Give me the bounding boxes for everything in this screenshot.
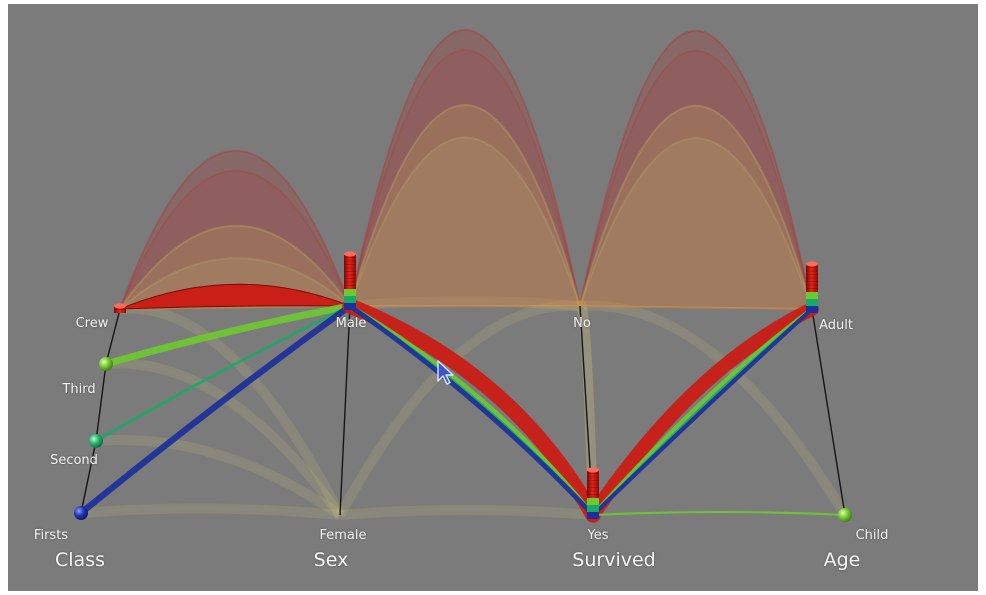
category-label-second[interactable]: Second (50, 453, 98, 468)
faded-link-crew-female (119, 303, 345, 518)
marker-third (99, 357, 113, 371)
marker-male-segment-crew (344, 254, 356, 289)
axis-sex (339, 305, 351, 516)
marker-crew-segment-crew (114, 306, 126, 313)
category-label-firsts[interactable]: Firsts (33, 528, 69, 543)
marker-adult-segment-crew (806, 264, 818, 292)
parallel-sets-plot (74, 29, 852, 523)
marker-yes-segment-firsts (587, 512, 599, 519)
category-label-male[interactable]: Male (335, 316, 367, 331)
flow-yes-adult-crew (586, 302, 819, 522)
faded-link-no-child (579, 300, 850, 518)
dimension-label-age: Age (823, 549, 861, 571)
marker-adult-segment-firsts (806, 306, 818, 313)
category-label-third[interactable]: Third (62, 382, 96, 397)
category-label-crew[interactable]: Crew (75, 316, 109, 331)
marker-adult-segment-third (806, 292, 818, 299)
marker-male-cap (344, 251, 356, 257)
dimension-label-sex: Sex (313, 549, 349, 571)
marker-child (838, 508, 852, 522)
flow-male-yes-third (347, 303, 596, 518)
faded-arc-crew-male-layer-1 (118, 169, 352, 311)
marker-firsts-knob (74, 506, 88, 520)
flow-yes-child-third (591, 510, 847, 517)
flow-male-yes-firsts (347, 303, 596, 518)
category-label-female[interactable]: Female (319, 528, 367, 543)
marker-male-segment-third (344, 289, 356, 296)
flow-second-male-second (94, 304, 352, 443)
dimension-label-class: Class (55, 549, 105, 571)
faded-arc-no-adult-layer-3 (578, 137, 814, 311)
category-label-no[interactable]: No (573, 316, 591, 331)
category-label-adult[interactable]: Adult (819, 318, 853, 333)
marker-adult-segment-second (806, 299, 818, 306)
flow-male-yes-second (348, 304, 595, 517)
marker-yes-segment-third (587, 498, 599, 505)
marker-adult-cap (806, 261, 818, 267)
faded-arc-crew-male-layer-2 (118, 224, 352, 311)
flow-yes-adult-firsts (590, 306, 815, 518)
marker-yes (587, 467, 599, 519)
marker-yes-segment-second (587, 505, 599, 512)
category-label-child[interactable]: Child (855, 528, 889, 543)
faded-arc-male-no-layer-0 (348, 29, 582, 307)
marker-child-knob (838, 508, 852, 522)
marker-male (344, 251, 356, 310)
marker-second-knob (89, 434, 103, 448)
category-label-yes[interactable]: Yes (587, 528, 609, 543)
flow-third-male-third (102, 302, 354, 368)
faded-arc-male-no-layer-2 (348, 104, 582, 307)
marker-yes-segment-crew (587, 470, 599, 498)
mouse-pointer-icon (437, 360, 454, 385)
faded-link-third-female (105, 358, 345, 518)
faded-arc-no-adult-layer-2 (578, 104, 814, 311)
axis-class (80, 308, 121, 514)
marker-third-knob (99, 357, 113, 371)
dimension-label-survived: Survived (572, 549, 656, 571)
marker-yes-cap (587, 467, 599, 473)
faded-arc-no-adult-layer-0 (578, 30, 814, 311)
faded-link-female-no (335, 300, 581, 518)
marker-crew (114, 303, 126, 313)
flow-firsts-male-firsts (77, 302, 354, 517)
marker-second (89, 434, 103, 448)
faded-link-second-female (95, 434, 343, 520)
marker-adult (806, 261, 818, 313)
faded-arc-no-adult-layer-1 (578, 49, 814, 311)
axis-age (811, 308, 846, 516)
marker-male-segment-second (344, 296, 356, 303)
faded-arc-crew-male-layer-0 (118, 149, 352, 311)
marker-firsts (74, 506, 88, 520)
marker-male-segment-firsts (344, 303, 356, 310)
flow-male-yes-crew (342, 298, 601, 523)
faded-link-female-yes (339, 505, 594, 520)
marker-crew-cap (114, 303, 126, 309)
flow-yes-adult-third (590, 306, 815, 518)
faded-link-male-no (349, 296, 581, 311)
faded-arc-male-no-layer-3 (348, 136, 582, 307)
faded-link-firsts-female (80, 503, 341, 520)
faded-arc-male-no-layer-1 (348, 49, 582, 307)
